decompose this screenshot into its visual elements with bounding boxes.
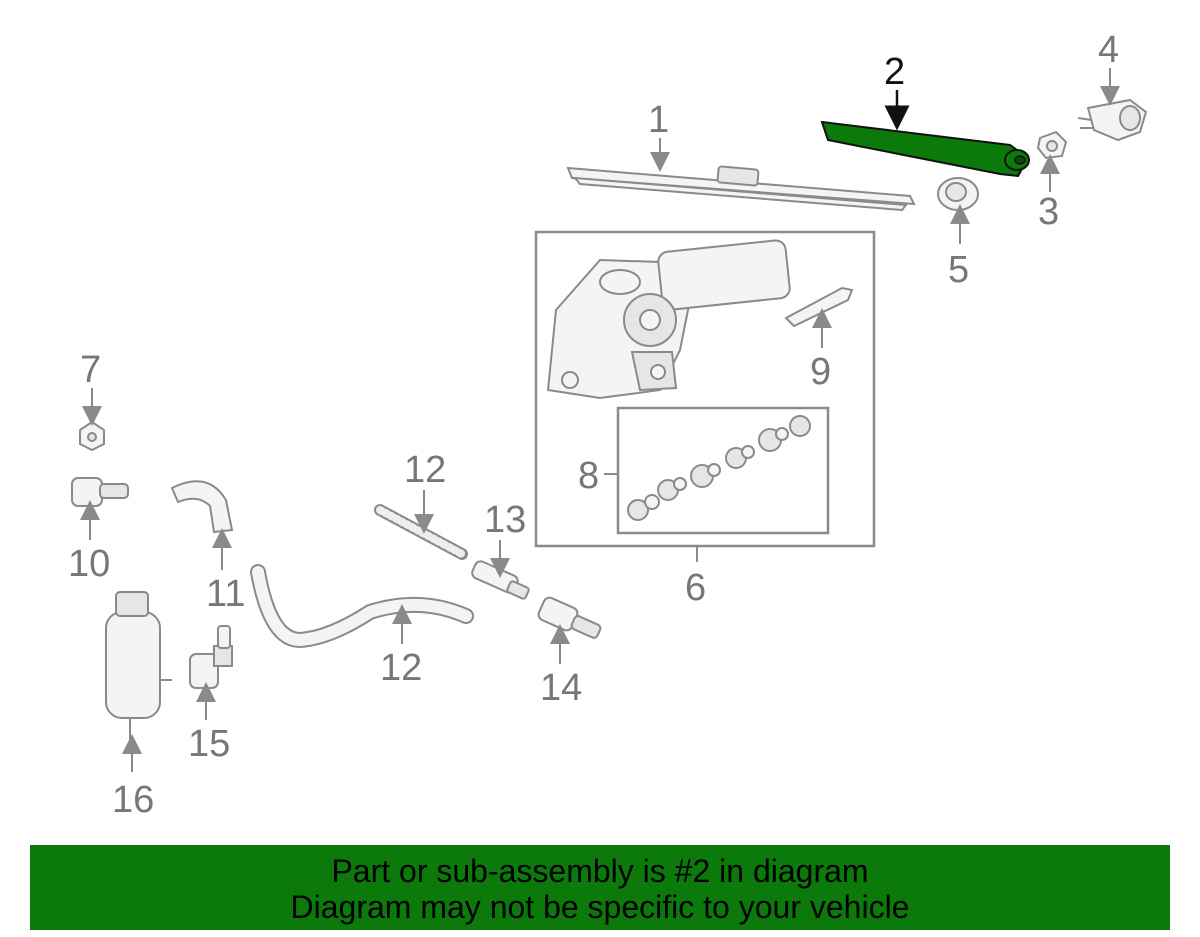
cap-part-4[interactable] [1077, 98, 1148, 142]
wiper-motor[interactable] [546, 239, 791, 400]
callout-12b: 12 [380, 647, 422, 689]
callout-1: 1 [648, 99, 669, 141]
corrugated-hose-part-12a[interactable] [374, 504, 468, 560]
wiper-motor-box-part-6 [534, 230, 876, 548]
nut-part-7[interactable] [79, 420, 105, 452]
callout-13: 13 [484, 499, 526, 541]
check-valve-part-14[interactable] [537, 596, 602, 639]
callout-11: 11 [206, 573, 245, 615]
callout-8: 8 [578, 455, 599, 497]
callout-15: 15 [188, 723, 230, 765]
wiper-blade-part-1[interactable] [566, 165, 916, 212]
banner-line-2: Diagram may not be specific to your vehi… [290, 889, 910, 925]
bushing-kit[interactable] [627, 415, 811, 521]
elbow-hose-part-11[interactable] [170, 480, 234, 534]
callout-4: 4 [1098, 29, 1119, 71]
callout-6: 6 [685, 567, 706, 609]
callout-5: 5 [948, 249, 969, 291]
callout-2: 2 [884, 51, 905, 93]
banner-line-1: Part or sub-assembly is #2 in diagram [331, 853, 869, 889]
pump-fitting-part-15[interactable] [189, 625, 233, 689]
callout-10: 10 [68, 543, 110, 585]
bushing-kit-box-part-8 [616, 406, 830, 535]
grommet-part-5[interactable] [937, 177, 979, 211]
long-hose-part-12b[interactable] [250, 564, 474, 649]
nut-part-3[interactable] [1036, 130, 1068, 160]
callout-7: 7 [80, 349, 101, 391]
info-banner: Part or sub-assembly is #2 in diagram Di… [30, 845, 1170, 930]
callout-9: 9 [810, 351, 831, 393]
nozzle-part-10[interactable] [71, 477, 129, 507]
callout-14: 14 [540, 667, 582, 709]
wiper-arm-part-2[interactable] [820, 120, 1030, 178]
callout-16: 16 [112, 779, 154, 821]
pin-part-9[interactable] [784, 286, 854, 328]
callout-12a: 12 [404, 449, 446, 491]
washer-pump-part-16[interactable] [105, 591, 172, 740]
callout-3: 3 [1038, 191, 1059, 233]
